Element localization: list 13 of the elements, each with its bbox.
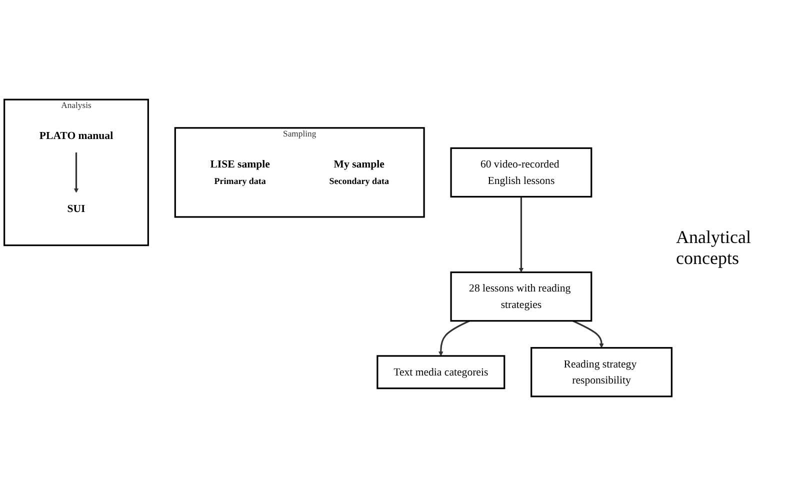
node-text: PLATO manual	[39, 130, 114, 142]
node-text: LISE sample Primary data	[210, 158, 270, 186]
node-text: My sample Secondary data	[329, 158, 389, 186]
note-text: Analytical concepts	[676, 227, 752, 269]
arrow	[518, 196, 524, 272]
arrow	[74, 152, 79, 193]
node-box: Reading strategy responsibility	[530, 347, 672, 398]
node-text: SUI	[67, 202, 86, 215]
arrow	[572, 320, 604, 348]
node-box: 60 video-recorded English lessons	[450, 147, 592, 198]
node-box: 28 lessons with reading strategies	[450, 271, 592, 322]
node-box: Text media categoreis	[376, 355, 506, 390]
arrow	[438, 320, 470, 356]
